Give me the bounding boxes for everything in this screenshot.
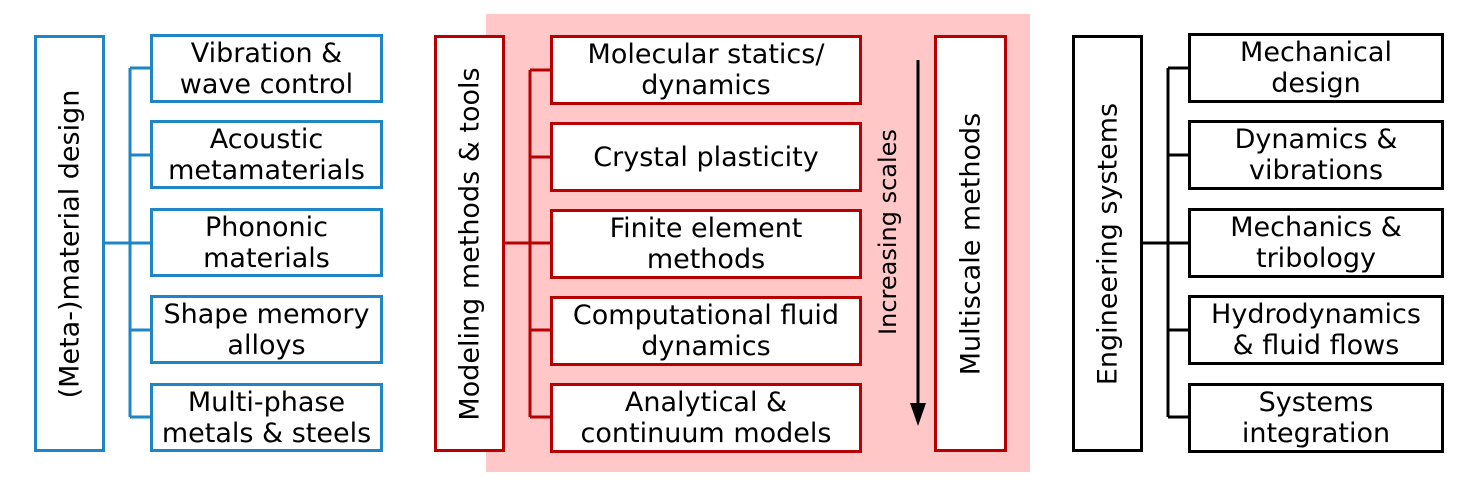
right-item-box: Systems integration xyxy=(1188,383,1444,453)
right-item-box: Mechanics & tribology xyxy=(1188,208,1444,278)
middle-item-label: Analytical & continuum models xyxy=(580,387,832,449)
left-item-label: Multi-phase metals & steels xyxy=(161,386,372,449)
left-item-box: Acoustic metamaterials xyxy=(150,120,383,189)
middle-item-box: Analytical & continuum models xyxy=(550,383,862,453)
right-item-label: Hydrodynamics & fluid flows xyxy=(1211,299,1421,361)
left-item-box: Shape memory alloys xyxy=(150,295,383,364)
right-item-label: Dynamics & vibrations xyxy=(1234,124,1398,186)
middle-item-box: Computational fluid dynamics xyxy=(550,296,862,366)
right-item-box: Dynamics & vibrations xyxy=(1188,120,1444,190)
engineering-systems-title-box: Engineering systems xyxy=(1072,35,1143,452)
modeling-title: Modeling methods & tools xyxy=(454,66,485,421)
material-design-title: (Meta-)material design xyxy=(54,89,85,398)
engineering-systems-title: Engineering systems xyxy=(1092,102,1123,385)
left-item-label: Acoustic metamaterials xyxy=(168,123,365,186)
multiscale-methods-box: Multiscale methods xyxy=(934,35,1007,452)
middle-item-box: Crystal plasticity xyxy=(550,122,862,192)
material-design-title-box: (Meta-)material design xyxy=(34,35,105,452)
middle-item-label: Computational fluid dynamics xyxy=(572,300,840,362)
left-item-label: Vibration & wave control xyxy=(179,37,354,100)
multiscale-methods-label: Multiscale methods xyxy=(955,112,986,375)
right-item-label: Systems integration xyxy=(1241,387,1391,449)
middle-item-box: Molecular statics/ dynamics xyxy=(550,35,862,105)
down-arrow-icon xyxy=(910,403,926,426)
middle-item-label: Crystal plasticity xyxy=(593,141,819,173)
middle-item-label: Molecular statics/ dynamics xyxy=(587,39,825,101)
left-item-box: Vibration & wave control xyxy=(150,34,383,103)
right-item-box: Mechanical design xyxy=(1188,33,1444,103)
right-item-box: Hydrodynamics & fluid flows xyxy=(1188,295,1444,365)
left-item-label: Shape memory alloys xyxy=(163,298,370,361)
middle-item-box: Finite element methods xyxy=(550,209,862,279)
middle-item-label: Finite element methods xyxy=(609,213,803,275)
increasing-scales-label: Increasing scales xyxy=(874,129,902,335)
right-item-label: Mechanics & tribology xyxy=(1230,212,1402,274)
right-item-label: Mechanical design xyxy=(1240,37,1392,99)
left-item-label: Phononic materials xyxy=(203,211,330,274)
left-item-box: Multi-phase metals & steels xyxy=(150,383,383,452)
left-item-box: Phononic materials xyxy=(150,208,383,277)
modeling-title-box: Modeling methods & tools xyxy=(434,35,505,452)
